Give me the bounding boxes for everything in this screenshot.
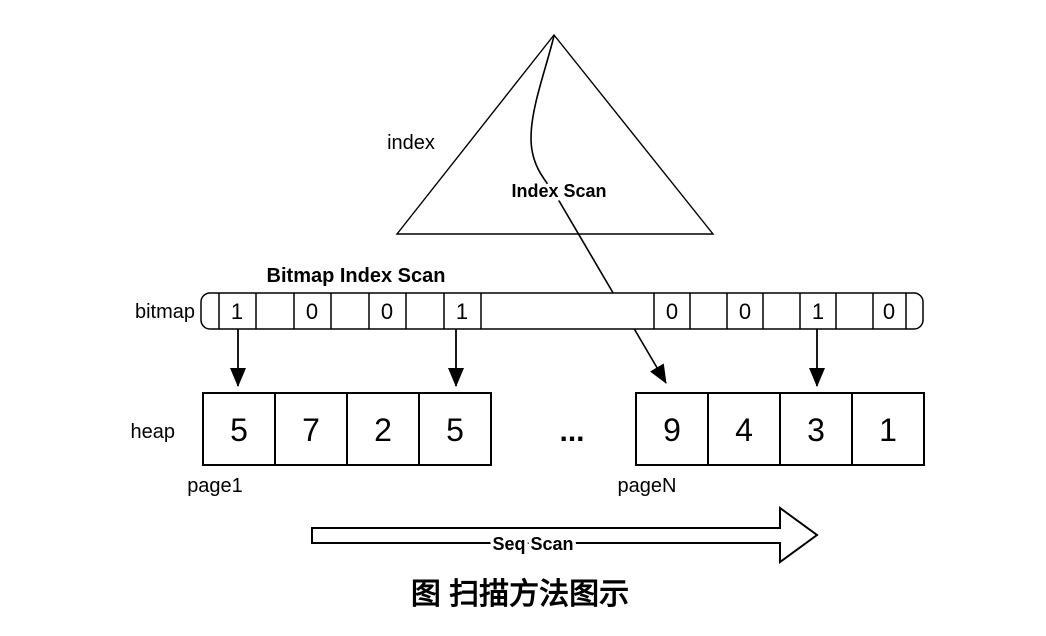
bitmap-cell-value: 0	[883, 299, 895, 324]
heap-label: heap	[131, 421, 176, 443]
heap-cell-value: 3	[807, 412, 825, 448]
heap-ellipsis: ...	[559, 415, 584, 448]
bitmap-cell-value: 0	[739, 299, 751, 324]
figure-caption: 图 扫描方法图示	[411, 577, 629, 611]
bitmap-index-scan-title: Bitmap Index Scan	[267, 265, 446, 287]
seq-scan-label: Seq Scan	[492, 534, 573, 554]
heap-pageN-dividers	[707, 393, 853, 465]
heap-cell-value: 9	[663, 412, 681, 448]
seq-scan-arrow	[311, 506, 819, 564]
heap-cell-value: 5	[230, 412, 248, 448]
heap-cell-value: 2	[374, 412, 392, 448]
heap-page1-dividers	[274, 393, 420, 465]
bitmap-bar	[200, 292, 924, 330]
index-scan-arrow	[530, 35, 667, 384]
heap-cell-value: 7	[302, 412, 320, 448]
index-label: index	[387, 132, 435, 154]
bitmap-cell-value: 0	[306, 299, 318, 324]
bitmap-cell-value: 0	[381, 299, 393, 324]
bitmap-cell-dividers	[218, 293, 907, 329]
bitmap-cell-value: 1	[231, 299, 243, 324]
bitmap-label: bitmap	[135, 301, 195, 323]
page1-label: page1	[187, 475, 243, 497]
heap-page1: 5 7 2 5 page1	[187, 392, 492, 497]
bitmap-to-heap-arrows	[230, 329, 825, 387]
bitmap-cell-value: 1	[812, 299, 824, 324]
heap-cell-value: 1	[879, 412, 897, 448]
bitmap-values: 1 0 0 1 0 0 1 0	[231, 299, 895, 324]
index-triangle	[395, 33, 715, 235]
bitmap-cell-value: 0	[666, 299, 678, 324]
heap-cell-value: 5	[446, 412, 464, 448]
heap-pageN: 9 4 3 1 pageN	[618, 392, 925, 497]
index-scan-label: Index Scan	[511, 181, 606, 201]
pageN-label: pageN	[618, 475, 677, 497]
bitmap-cell-value: 1	[456, 299, 468, 324]
heap-cell-value: 4	[735, 412, 753, 448]
